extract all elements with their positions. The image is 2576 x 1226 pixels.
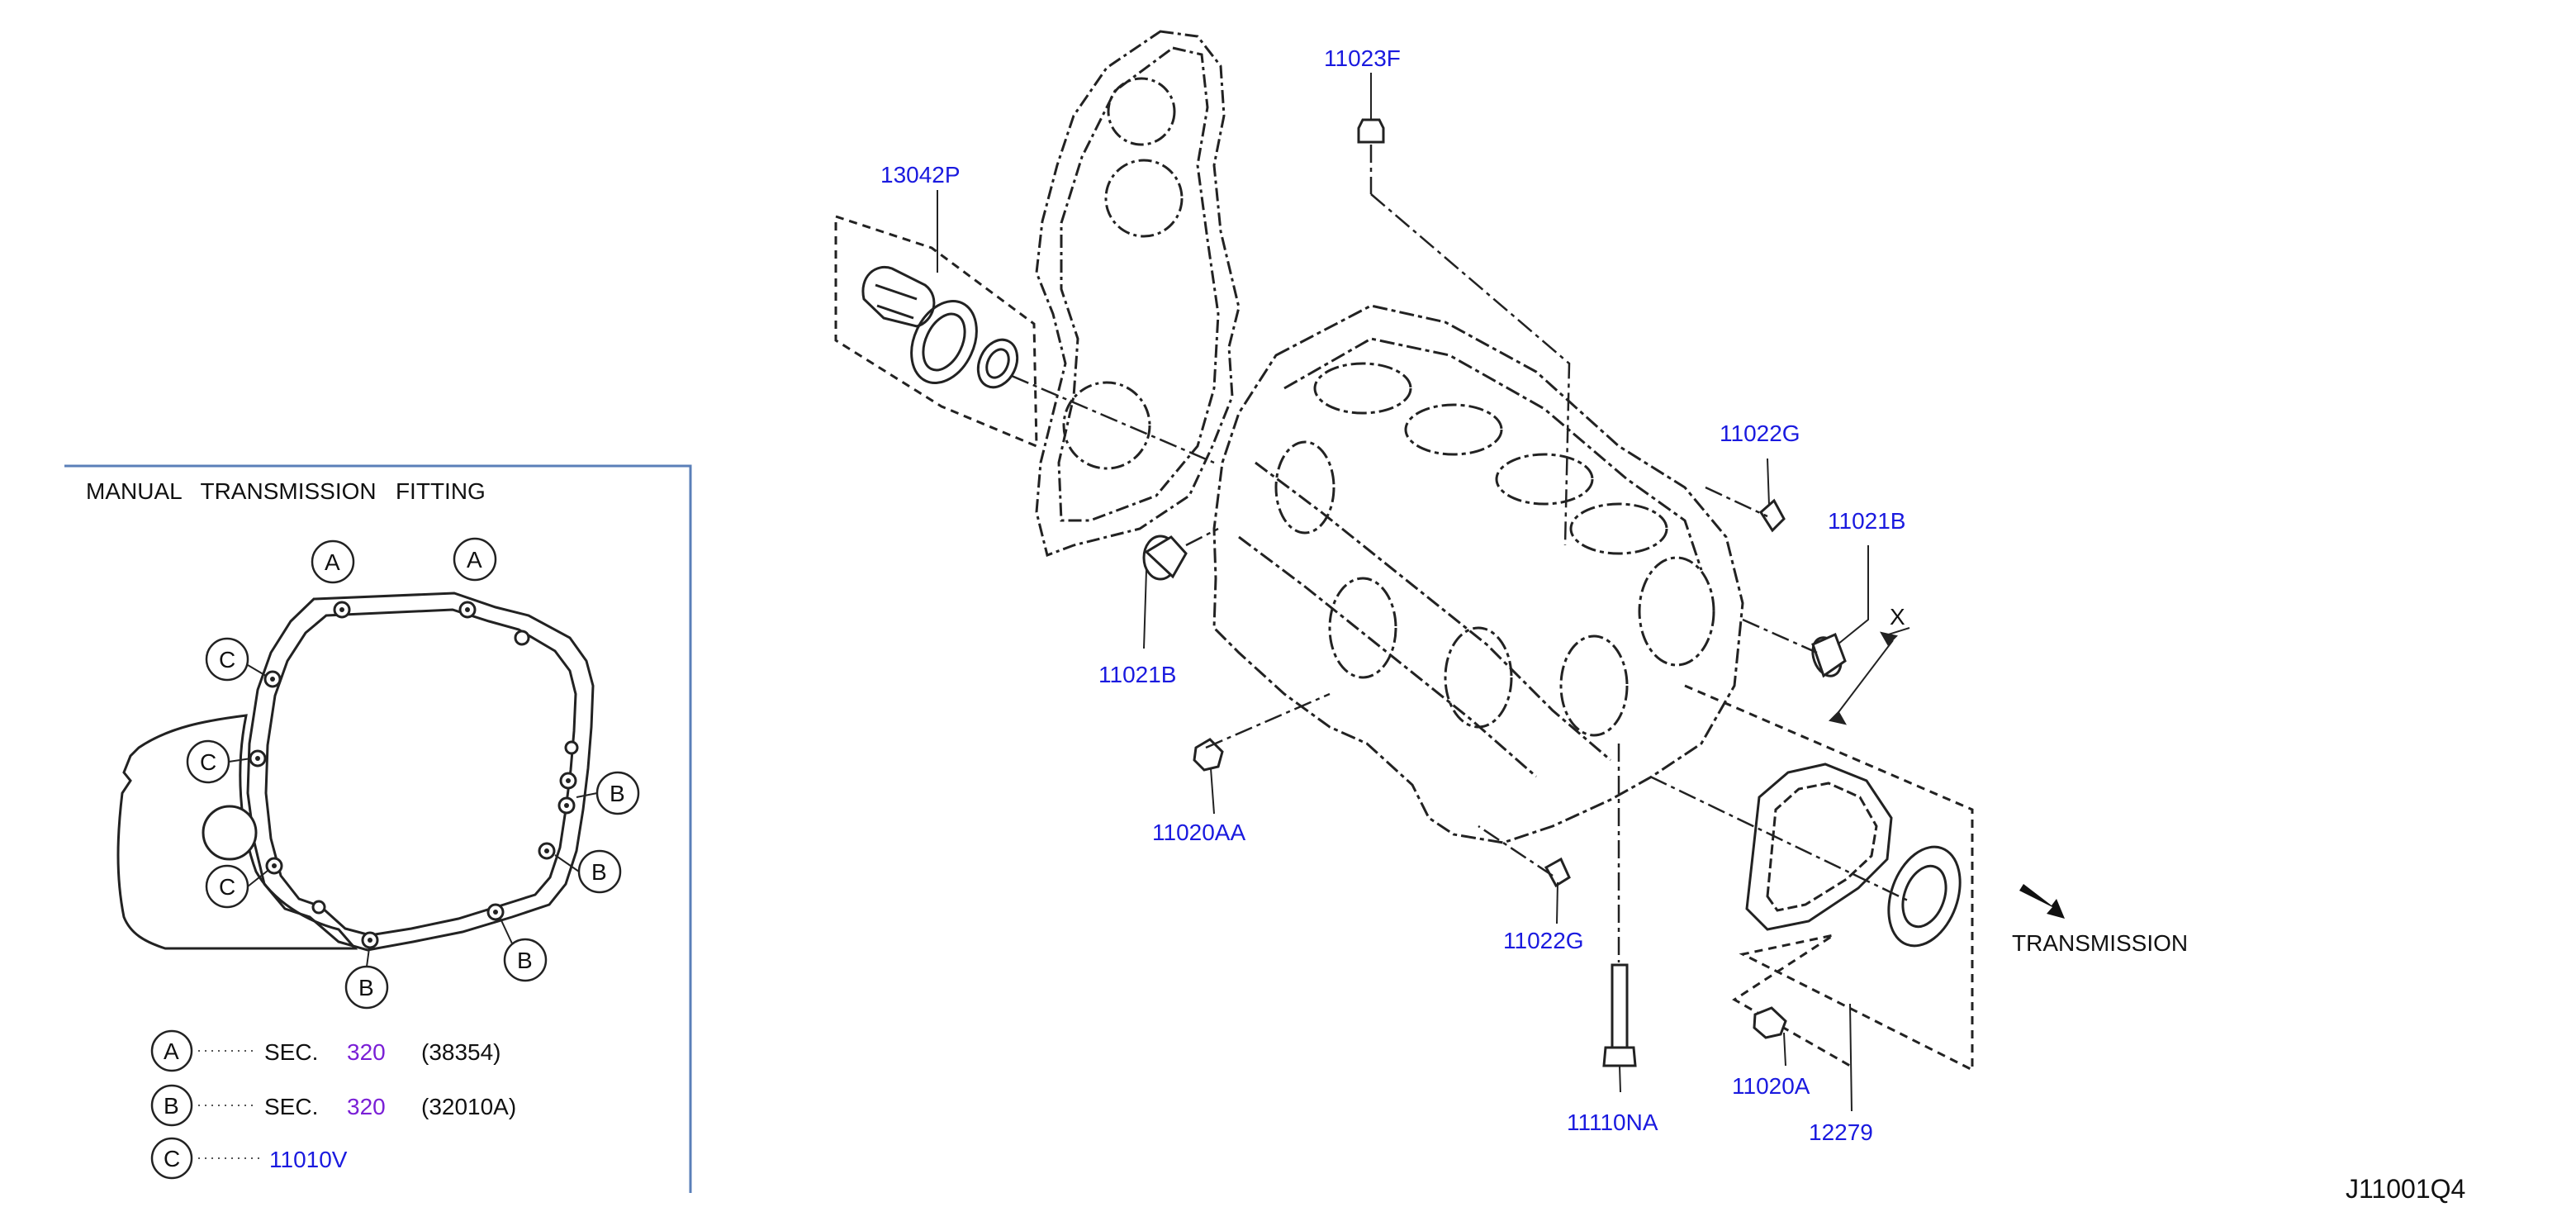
callout-a-2: A [467, 547, 482, 573]
legend-b-sec: SEC. [264, 1094, 319, 1119]
callout-leaders [228, 664, 598, 967]
legend-c-part[interactable]: 11010V [269, 1147, 348, 1172]
part-11020AA[interactable]: 11020AA [1152, 820, 1246, 845]
legend-circles [150, 1029, 193, 1180]
part-11023F[interactable]: 11023F [1324, 45, 1401, 71]
legend-b-ref: (32010A) [421, 1094, 517, 1119]
callout-c-3: C [219, 874, 236, 900]
direction-label: TRANSMISSION [2012, 930, 2189, 956]
cylinder-block [1212, 304, 1744, 844]
inset-frame [64, 464, 692, 1193]
leader-lines [937, 73, 1869, 1112]
legend-a-sec-number[interactable]: 320 [347, 1039, 386, 1065]
small-parts [1142, 118, 1847, 1067]
part-13042P[interactable]: 13042P [880, 162, 961, 188]
legend-a-sec: SEC. [264, 1039, 319, 1065]
part-12279[interactable]: 12279 [1809, 1119, 1873, 1145]
part-11021B-left[interactable]: 11021B [1098, 662, 1177, 687]
callout-b-1: B [610, 781, 625, 806]
transmission-arrow-icon [2019, 884, 2065, 919]
inset-title: MANUAL TRANSMISSION FITTING [86, 478, 486, 504]
part-11022G-top[interactable]: 11022G [1720, 421, 1800, 446]
dimension-x-marker [1829, 627, 1910, 725]
callout-b-2: B [591, 859, 607, 885]
callout-a-1: A [325, 549, 340, 575]
legend-a-ref: (38354) [421, 1039, 501, 1065]
dimension-x-label: X [1890, 604, 1905, 630]
part-11020A[interactable]: 11020A [1732, 1073, 1810, 1099]
rear-oil-seal-retainer [1684, 684, 1974, 1072]
part-11021B-right[interactable]: 11021B [1828, 508, 1906, 534]
legend-b-sec-number[interactable]: 320 [347, 1094, 386, 1119]
diagram-code: J11001Q4 [2346, 1174, 2466, 1204]
callout-b-4: B [358, 975, 374, 1000]
housing-bolt-holes [202, 601, 579, 949]
part-11110NA[interactable]: 11110NA [1567, 1110, 1658, 1135]
legend-a-letter: A [164, 1038, 179, 1064]
timing-cover [1035, 30, 1241, 557]
legend-dotted-leaders [198, 1050, 264, 1159]
callout-b-3: B [517, 948, 533, 973]
assembly-dashed-lines [1011, 145, 1909, 962]
legend-b-letter: B [164, 1093, 179, 1119]
legend-c-letter: C [164, 1146, 181, 1171]
callout-circles [186, 537, 640, 1010]
callout-c-1: C [219, 647, 236, 672]
callout-c-2: C [200, 749, 217, 775]
part-11022G-bottom[interactable]: 11022G [1503, 928, 1584, 953]
oil-pump-assembly [834, 215, 1038, 449]
